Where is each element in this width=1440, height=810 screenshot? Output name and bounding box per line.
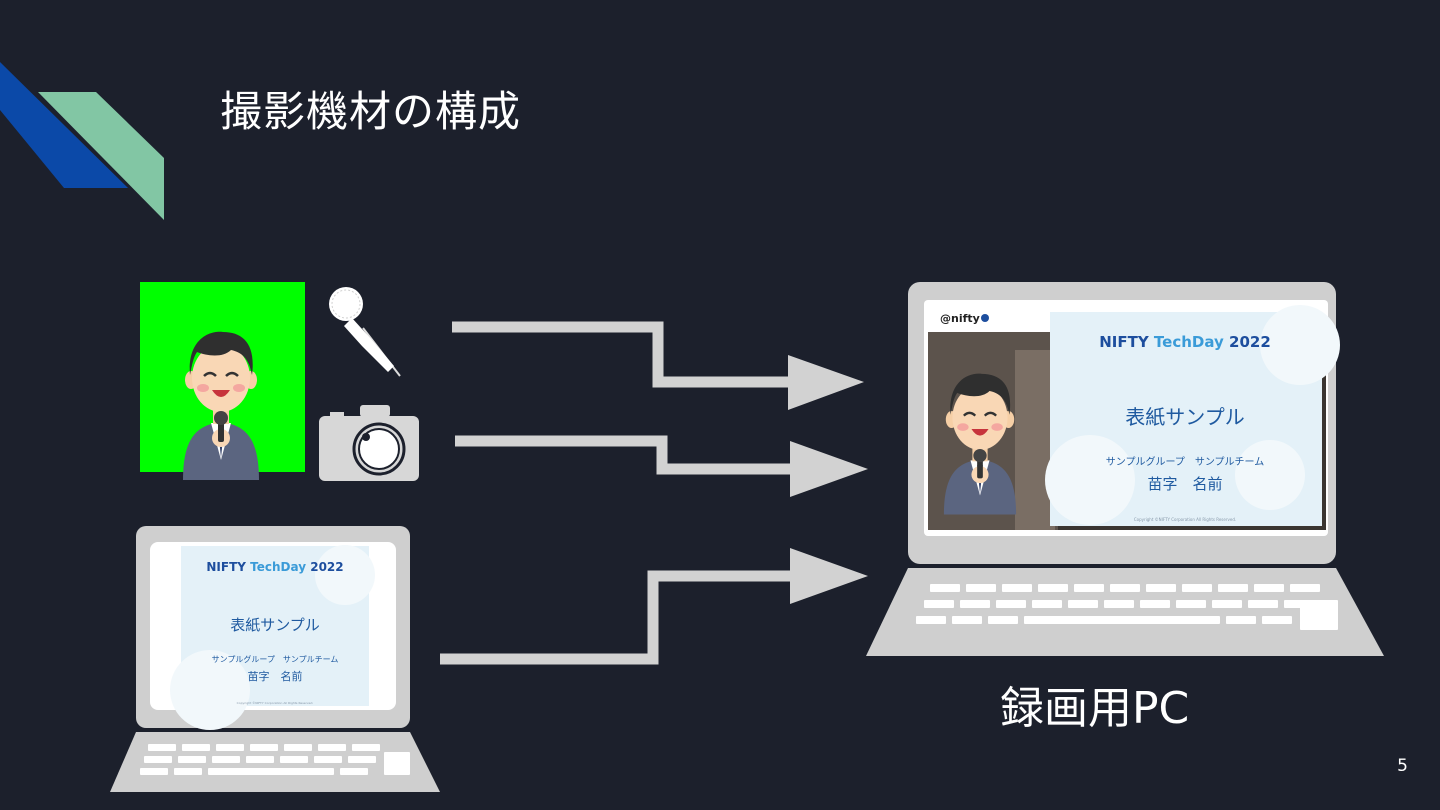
page-number: 5 <box>1397 756 1408 776</box>
copyright-line: Copyright ©NIFTY Corporation All Rights … <box>1134 517 1236 522</box>
event-title: NIFTY <box>1099 333 1150 351</box>
brand-logo-icon <box>981 314 989 322</box>
slide-title: 撮影機材の構成 <box>220 87 522 136</box>
slide-thumbnail-small: NIFTY TechDay 2022 表紙サンプル サンプルグループ サンプルチ… <box>170 545 375 730</box>
camera-icon <box>319 405 419 481</box>
event-year: 2022 <box>1229 333 1271 351</box>
cover-title: 表紙サンプル <box>1125 405 1244 429</box>
event-title-techday: TechDay <box>1154 333 1224 351</box>
svg-text:NIFTY TechDay 2022: NIFTY TechDay 2022 <box>1099 333 1271 351</box>
svg-text:NIFTY TechDay 2022: NIFTY TechDay 2022 <box>206 560 343 574</box>
group-line: サンプルグループ サンプルチーム <box>212 654 339 664</box>
name-line: 苗字 名前 <box>248 669 303 683</box>
copyright-line: Copyright ©NIFTY Corporation All Rights … <box>237 701 314 705</box>
recording-pc-label: 録画用PC <box>1000 683 1190 734</box>
accent-blue-stripe <box>0 62 128 188</box>
event-title: NIFTY <box>206 560 246 574</box>
brand-logo: @nifty <box>940 312 980 325</box>
arrow-icon <box>452 321 864 410</box>
arrow-icon <box>455 435 868 497</box>
composite-output: @nifty NIFTY TechDay 2022 表紙サンプル サンプルグルー… <box>928 304 1340 530</box>
event-title-techday: TechDay <box>250 560 306 574</box>
event-year: 2022 <box>310 560 343 574</box>
cover-title: 表紙サンプル <box>230 616 320 634</box>
arrow-icon <box>440 548 868 665</box>
name-line: 苗字 名前 <box>1147 475 1222 493</box>
group-line: サンプルグループ サンプルチーム <box>1106 455 1265 468</box>
microphone-icon <box>329 287 401 377</box>
accent-green-stripe <box>38 92 164 220</box>
